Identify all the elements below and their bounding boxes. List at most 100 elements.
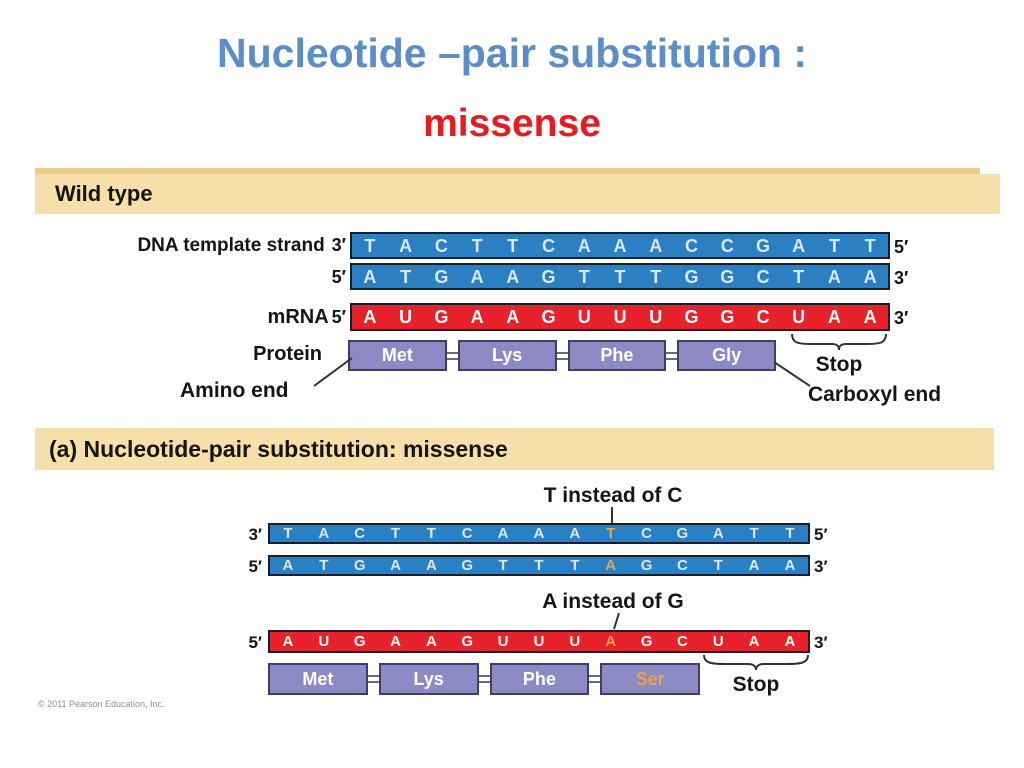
nucleotide-letter: T — [785, 525, 795, 542]
amino-acid-box: Phe — [489, 663, 590, 695]
nucleotide-letter: A — [282, 557, 294, 574]
nucleotide-letter: G — [541, 266, 556, 287]
nucleotide-letter: C — [641, 525, 652, 542]
nucleotide-letter: T — [793, 266, 805, 287]
nucleotide-letter: A — [827, 307, 841, 327]
nucleotide-letter: A — [712, 525, 724, 542]
mut-coding-right-end: 3′ — [814, 557, 828, 576]
nucleotide-letter: A — [748, 557, 760, 574]
nucleotide-letter: G — [720, 266, 735, 287]
nucleotide-letter: A — [506, 266, 520, 287]
nucleotide-letter: G — [755, 235, 770, 256]
mut-template-left-end: 3′ — [248, 525, 262, 544]
wild-protein-chain: Met Lys Phe Gly — [348, 340, 776, 371]
nucleotide-letter: T — [828, 235, 840, 256]
nucleotide-letter: T — [390, 525, 401, 542]
nucleotide-letter: A — [363, 307, 377, 327]
nucleotide-letter: A — [282, 633, 294, 650]
nucleotide-letter: U — [318, 633, 330, 650]
amino-acid-box: Met — [348, 340, 447, 371]
nucleotide-letter: A — [399, 235, 413, 256]
nucleotide-letter: T — [650, 266, 662, 287]
nucleotide-letter: C — [676, 557, 688, 574]
nucleotide-letter: G — [434, 307, 449, 327]
peptide-bond-connector — [666, 351, 678, 360]
amino-acid-box: Lys — [457, 340, 557, 371]
nucleotide-letter: G — [640, 633, 653, 650]
wild-type-panel-top-strip — [35, 168, 980, 174]
nucleotide-letter: C — [756, 307, 770, 327]
wild-mrna-left-end: 5′ — [331, 307, 346, 327]
amino-acid-box: Gly — [677, 340, 776, 371]
carboxyl-end-leader-line — [773, 361, 811, 387]
nucleotide-letter: U — [399, 307, 413, 327]
nucleotide-letter: A — [497, 525, 509, 542]
peptide-bond-connector — [556, 351, 568, 360]
nucleotide-letter: T — [471, 235, 483, 256]
wild-type-panel-header: Wild type — [35, 174, 1000, 214]
nucleotide-letter: T — [498, 557, 508, 574]
nucleotide-letter: U — [577, 307, 591, 327]
nucleotide-letter: A — [425, 633, 437, 650]
nucleotide-letter: T — [614, 266, 626, 287]
nucleotide-letter: G — [684, 307, 699, 327]
mut-mrna-left-end: 5′ — [248, 633, 262, 652]
nucleotide-letter: T — [713, 557, 723, 574]
mut-mrna-right-end: 3′ — [814, 633, 828, 652]
copyright-notice: © 2011 Pearson Education, Inc. — [38, 699, 165, 709]
nucleotide-letter: A — [390, 633, 401, 650]
substituted-amino-acid-box: Ser — [600, 663, 700, 695]
nucleotide-letter: G — [684, 266, 699, 287]
carboxyl-end-label: Carboxyl end — [808, 383, 942, 406]
nucleotide-letter: T — [749, 525, 759, 542]
nucleotide-letter: U — [497, 633, 509, 650]
wild-type-header-label: Wild type — [55, 181, 153, 206]
nucleotide-letter: U — [712, 633, 724, 650]
mutant-stop-brace — [703, 654, 809, 671]
nucleotide-letter: A — [470, 307, 484, 327]
mrna-label-text: mRNA — [267, 306, 329, 328]
substituted-nucleotide-letter: A — [605, 557, 617, 574]
mut-coding-left-end: 5′ — [248, 557, 262, 576]
nucleotide-letter: T — [283, 525, 293, 542]
nucleotide-letter: U — [569, 633, 581, 650]
slide-title-line1: Nucleotide –pair substitution : — [217, 30, 807, 76]
nucleotide-letter: C — [720, 235, 734, 256]
nucleotide-letter: A — [425, 557, 437, 574]
nucleotide-letter: G — [541, 307, 556, 327]
wild-template-right-end: 5′ — [894, 237, 909, 257]
dna-template-strand-text: DNA template strand — [137, 235, 325, 256]
nucleotide-letter: C — [542, 235, 556, 256]
nucleotide-letter: A — [784, 633, 796, 650]
nucleotide-letter: U — [533, 633, 545, 650]
amino-acid-box: Phe — [567, 340, 667, 371]
nucleotide-letter: U — [613, 307, 627, 327]
nucleotide-letter: A — [533, 525, 545, 542]
nucleotide-letter: A — [827, 266, 841, 287]
nucleotide-letter: A — [863, 307, 877, 327]
peptide-bond-connector — [478, 675, 490, 683]
nucleotide-letter: G — [461, 557, 474, 574]
nucleotide-letter: T — [578, 266, 590, 287]
nucleotide-letter: A — [363, 266, 377, 287]
mrna-annotation-pointer-line — [613, 612, 620, 630]
peptide-bond-connector — [446, 351, 458, 360]
nucleotide-letter: A — [649, 235, 663, 256]
mrna-substitution-annotation: A instead of G — [542, 590, 684, 613]
nucleotide-letter: A — [613, 235, 627, 256]
slide-title-line2: missense — [423, 102, 601, 145]
nucleotide-letter: A — [792, 235, 806, 256]
peptide-bond-connector — [589, 675, 601, 683]
nucleotide-letter: A — [390, 557, 401, 574]
nucleotide-letter: T — [864, 235, 876, 256]
nucleotide-letter: A — [863, 266, 877, 287]
nucleotide-letter: T — [570, 557, 580, 574]
nucleotide-letter: U — [792, 307, 806, 327]
dna-substitution-annotation: T instead of C — [543, 484, 683, 507]
amino-end-leader-line — [313, 357, 353, 387]
